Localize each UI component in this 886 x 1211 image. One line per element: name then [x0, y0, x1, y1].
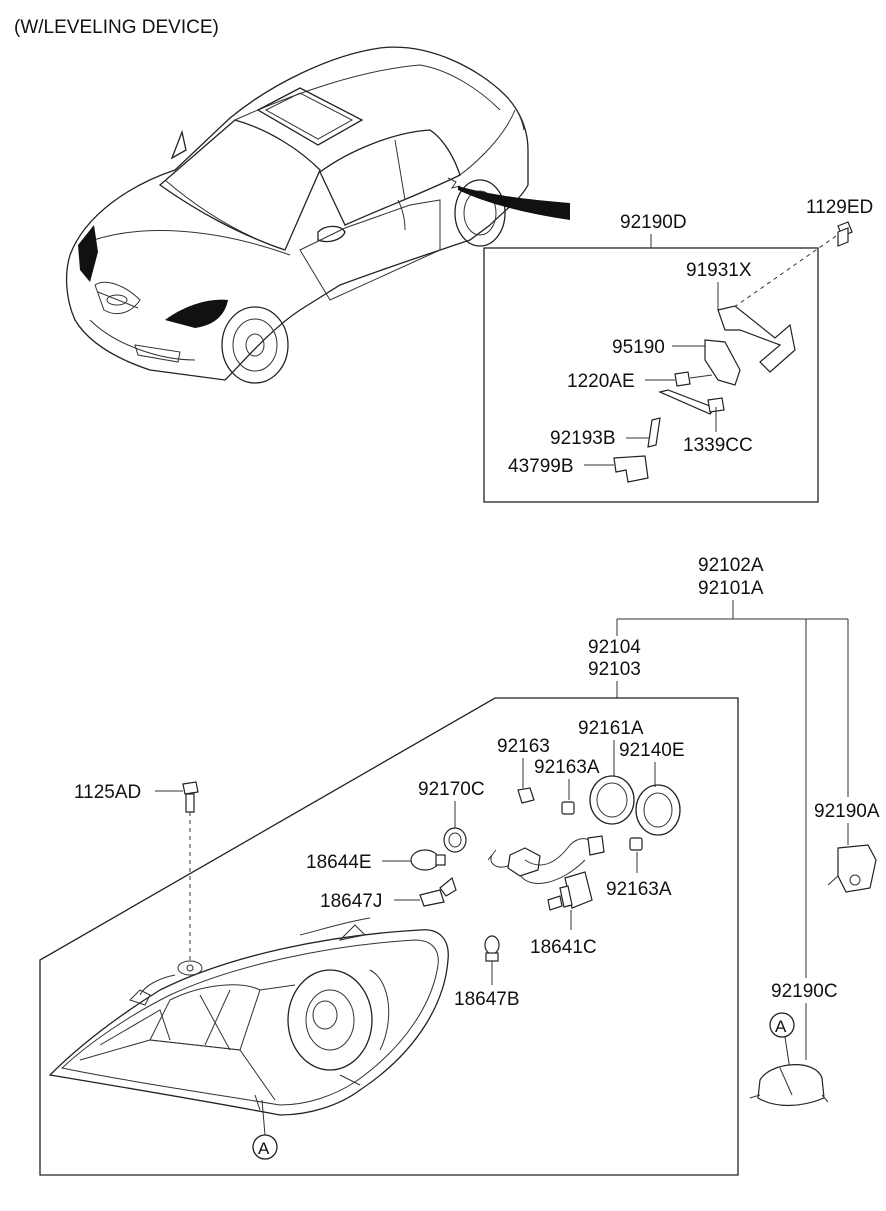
label-1339CC: 1339CC [683, 435, 753, 456]
reference-a-cover: A [775, 1017, 787, 1036]
bulb-18647B [484, 935, 500, 962]
label-1125AD: 1125AD [74, 782, 141, 803]
label-92161A: 92161A [578, 718, 644, 739]
bulb-18647J [419, 876, 457, 907]
headlamp-cover-92190C [749, 1064, 829, 1107]
leveling-actuator-92190A [827, 844, 877, 893]
wiring-harness [487, 835, 605, 884]
label-92163A-bottom: 92163A [606, 879, 672, 900]
label-92104: 92104 [588, 637, 641, 658]
car-illustration [65, 46, 570, 384]
bulb-18644E [410, 849, 446, 871]
diagram-title: (W/LEVELING DEVICE) [14, 17, 219, 38]
reference-a-headlamp: A [258, 1139, 270, 1158]
label-18647J: 18647J [320, 891, 382, 912]
label-95190: 95190 [612, 337, 665, 358]
label-91931X: 91931X [686, 260, 752, 281]
label-18644E: 18644E [306, 852, 372, 873]
label-92103: 92103 [588, 659, 641, 680]
label-92163A-top: 92163A [534, 757, 600, 778]
label-92170C: 92170C [418, 779, 485, 800]
dust-cap-92140E [635, 784, 681, 836]
reference-circle-A [252, 1134, 278, 1160]
label-92190A: 92190A [814, 801, 880, 822]
headlamp-assembly-box [39, 697, 739, 1176]
bolt-1125AD [182, 781, 199, 813]
grommet-92163A-top [561, 801, 575, 815]
label-92140E: 92140E [619, 740, 685, 761]
label-92163: 92163 [497, 736, 550, 757]
label-92193B: 92193B [550, 428, 616, 449]
label-92190C: 92190C [771, 981, 838, 1002]
label-18641C: 18641C [530, 937, 597, 958]
clip-43799B [613, 455, 649, 483]
sensor-95190 [704, 339, 741, 386]
reference-circle-A-cover [769, 1012, 795, 1038]
label-92101A: 92101A [698, 578, 764, 599]
socket-92170C [443, 827, 467, 853]
label-92102A: 92102A [698, 555, 764, 576]
socket-92163 [517, 787, 535, 804]
screw-1220AE [674, 371, 713, 387]
link-rod [647, 389, 725, 448]
label-92190D: 92190D [620, 212, 687, 233]
seal-ring-92161A [589, 775, 635, 825]
label-1129ED: 1129ED [806, 197, 873, 218]
label-18647B: 18647B [454, 989, 520, 1010]
bracket-91931X [717, 305, 796, 373]
headlamp-housing [48, 917, 449, 1116]
label-1220AE: 1220AE [567, 371, 635, 392]
bolt-1129ED [837, 221, 853, 247]
grommet-92163A-bottom [629, 837, 643, 851]
hid-bulb-18641C [547, 871, 593, 911]
label-43799B: 43799B [508, 456, 574, 477]
